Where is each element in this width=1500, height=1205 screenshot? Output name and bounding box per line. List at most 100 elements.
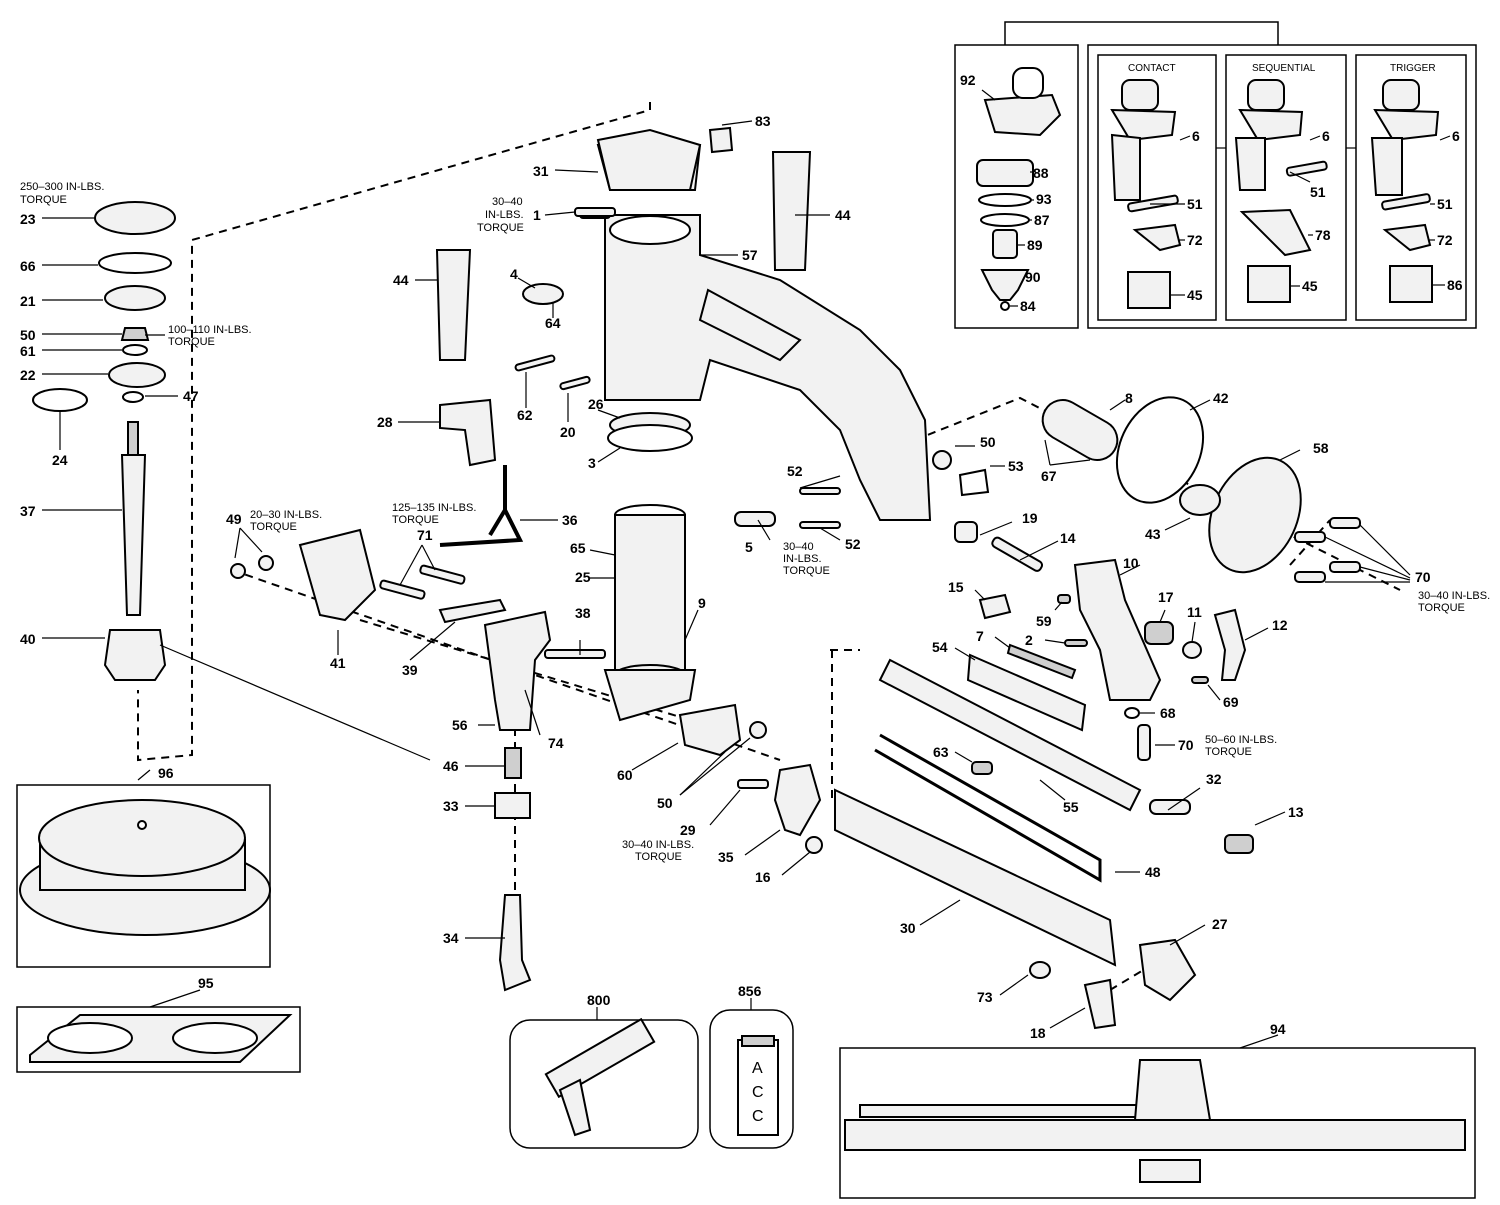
label-40: 40 — [20, 631, 36, 647]
part-2 — [1064, 639, 1088, 647]
part-71b — [419, 564, 466, 585]
part-7 — [1006, 643, 1077, 680]
label-32: 32 — [1206, 771, 1222, 787]
part-856-box — [709, 1009, 794, 1149]
label-84: 84 — [1020, 298, 1036, 314]
label-69: 69 — [1223, 694, 1239, 710]
part-17 — [1144, 621, 1174, 645]
label-49: 49 — [226, 511, 242, 527]
torque-50-line1: 100–110 IN-LBS. — [168, 324, 252, 336]
torque-41-line1: 20–30 IN-LBS. — [250, 509, 322, 521]
label-800: 800 — [587, 992, 611, 1008]
part-53 — [958, 468, 990, 497]
label-50c: 50 — [657, 795, 673, 811]
leader-lines — [42, 89, 1451, 1049]
part-42 — [1115, 396, 1205, 504]
part-71a — [379, 579, 426, 600]
label-57: 57 — [742, 247, 758, 263]
label-83: 83 — [755, 113, 771, 129]
label-29: 29 — [680, 822, 696, 838]
part-58 — [1208, 456, 1302, 574]
label-64: 64 — [545, 315, 561, 331]
label-52b: 52 — [845, 536, 861, 552]
label-31: 31 — [533, 163, 549, 179]
label-26: 26 — [588, 396, 604, 412]
part-8 — [1041, 399, 1119, 461]
part-50b — [932, 450, 952, 470]
label-33: 33 — [443, 798, 459, 814]
part-3 — [607, 424, 693, 452]
part-29 — [737, 779, 769, 789]
inset-frames — [954, 21, 1477, 329]
card-text-c1: C — [752, 1084, 764, 1101]
torque-5-line1: 30–40 — [783, 541, 814, 553]
label-72a: 72 — [1187, 232, 1203, 248]
label-89: 89 — [1027, 237, 1043, 253]
torque-notes: 250–300 IN-LBS. TORQUE 100–110 IN-LBS. T… — [20, 181, 1490, 863]
label-71: 71 — [417, 527, 433, 543]
label-37: 37 — [20, 503, 36, 519]
part-70d — [1294, 571, 1326, 583]
label-43: 43 — [1145, 526, 1161, 542]
label-66: 66 — [20, 258, 36, 274]
label-70b: 70 — [1178, 737, 1194, 753]
label-17: 17 — [1158, 589, 1174, 605]
label-35: 35 — [718, 849, 734, 865]
label-12: 12 — [1272, 617, 1288, 633]
label-28: 28 — [377, 414, 393, 430]
label-55: 55 — [1063, 799, 1079, 815]
label-42: 42 — [1213, 390, 1229, 406]
part-19 — [954, 521, 978, 543]
label-45b: 45 — [1302, 278, 1318, 294]
label-18: 18 — [1030, 1025, 1046, 1041]
part-52a — [799, 487, 841, 495]
part-4 — [522, 283, 564, 305]
label-51a: 51 — [1187, 196, 1203, 212]
torque-71-line2: TORQUE — [392, 514, 439, 526]
part-33 — [494, 792, 531, 819]
part-16 — [805, 836, 823, 854]
label-60: 60 — [617, 767, 633, 783]
part-52b — [799, 521, 841, 529]
label-86: 86 — [1447, 277, 1463, 293]
label-34: 34 — [443, 930, 459, 946]
label-3: 3 — [588, 455, 596, 471]
torque-23-line2: TORQUE — [20, 194, 67, 206]
label-11: 11 — [1187, 604, 1202, 620]
torque-71-line1: 125–135 IN-LBS. — [392, 502, 476, 514]
label-38: 38 — [575, 605, 591, 621]
label-1: 1 — [533, 207, 541, 223]
part-70e — [1137, 724, 1151, 761]
torque-70-line2: TORQUE — [1418, 602, 1465, 614]
part-11 — [1182, 641, 1202, 659]
torque-70-line1: 30–40 IN-LBS. — [1418, 590, 1490, 602]
label-93: 93 — [1036, 191, 1052, 207]
label-14: 14 — [1060, 530, 1076, 546]
card-text-c2: C — [752, 1108, 764, 1125]
torque-5-line3: TORQUE — [783, 565, 830, 577]
part-59 — [1057, 594, 1071, 604]
part-28 — [439, 398, 497, 467]
label-51c: 51 — [1437, 196, 1453, 212]
main-housing — [579, 144, 932, 521]
label-16: 16 — [755, 869, 771, 885]
label-15: 15 — [948, 579, 964, 595]
label-47: 47 — [183, 388, 199, 404]
label-50a: 50 — [20, 327, 36, 343]
part-30 — [834, 788, 1117, 967]
label-44a: 44 — [393, 272, 409, 288]
part-800-box — [509, 1017, 699, 1149]
label-88: 88 — [1033, 165, 1049, 181]
part-1 — [574, 207, 616, 217]
label-70a: 70 — [1415, 569, 1431, 585]
cap-piston-column — [32, 201, 176, 681]
label-62: 62 — [517, 407, 533, 423]
part-38 — [544, 649, 606, 659]
label-30: 30 — [900, 920, 916, 936]
label-95: 95 — [198, 975, 214, 991]
part-94-box — [839, 1047, 1476, 1199]
label-45a: 45 — [1187, 287, 1203, 303]
part-10 — [1073, 558, 1162, 701]
actuator-variants — [1110, 79, 1440, 309]
label-61: 61 — [20, 343, 36, 359]
